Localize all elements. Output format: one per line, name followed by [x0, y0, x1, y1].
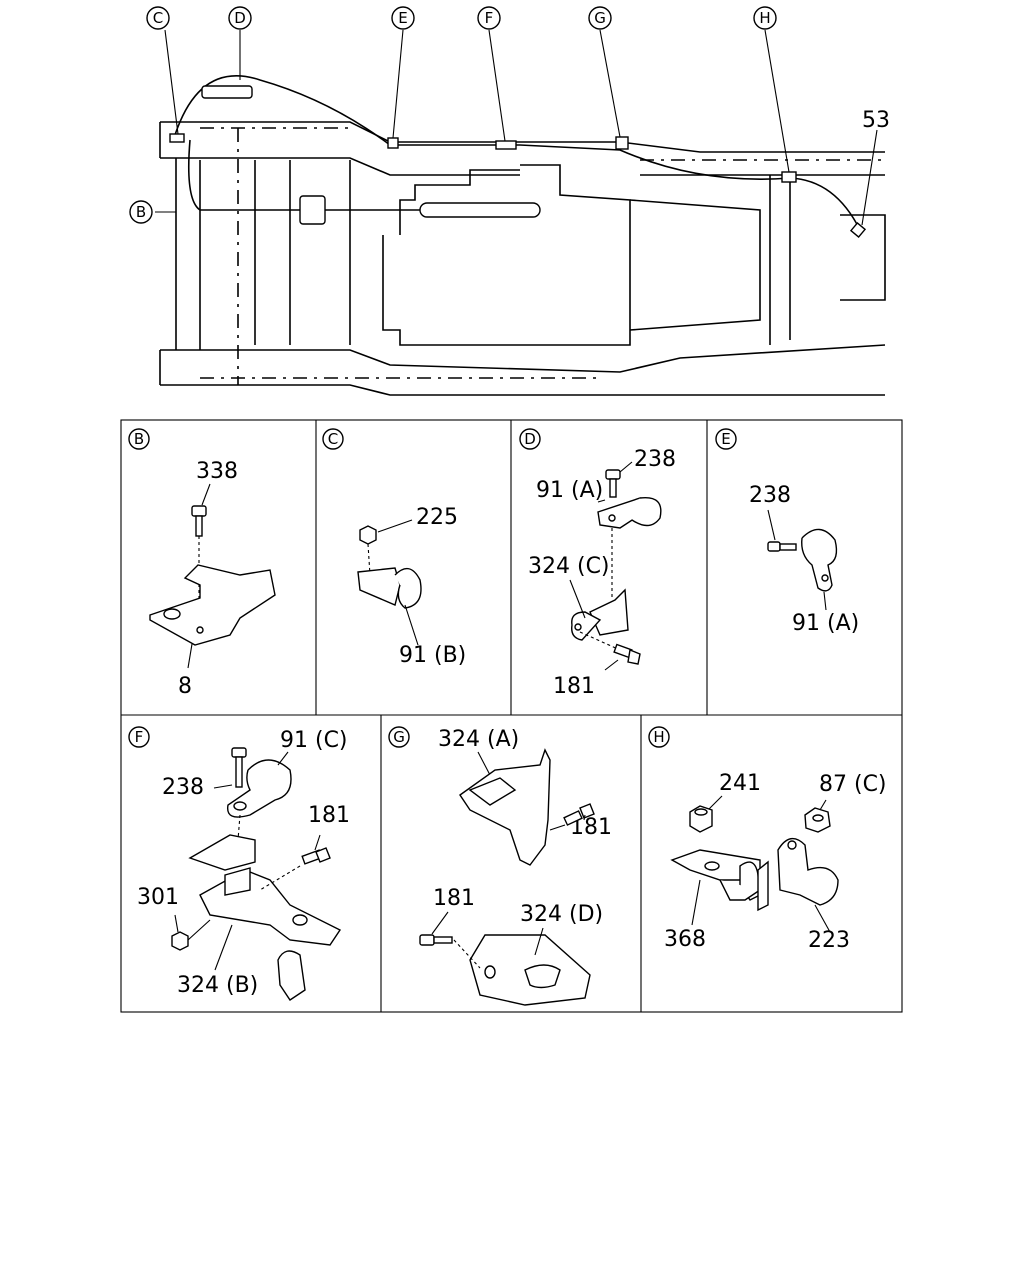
panel-G-id: G	[393, 728, 405, 746]
marker-H: H	[753, 6, 777, 30]
panel-C-id: C	[328, 430, 338, 448]
marker-H-label: H	[759, 9, 770, 27]
marker-D: D	[228, 6, 252, 30]
panel-F-id: F	[135, 728, 144, 746]
marker-B: B	[129, 200, 153, 224]
panel-H-callout-223: 223	[808, 928, 850, 953]
panel-F-callout-301: 301	[137, 885, 179, 910]
panel-E-callout-238: 238	[749, 483, 791, 508]
marker-C-label: C	[153, 9, 163, 27]
marker-G-label: G	[594, 9, 606, 27]
marker-E-label: E	[398, 9, 407, 27]
panel-D-id: D	[524, 430, 536, 448]
marker-D-label: D	[234, 9, 246, 27]
panel-G-callout-324A: 324 (A)	[438, 727, 519, 752]
panel-G-callout-324D: 324 (D)	[520, 902, 603, 927]
chassis-overview: C D E F G H B 53	[129, 6, 890, 396]
panel-F-callout-238: 238	[162, 775, 204, 800]
panel-H-id: H	[653, 728, 664, 746]
panel-B: B 338 8	[128, 428, 276, 699]
panel-F-callout-181: 181	[308, 803, 350, 828]
marker-E: E	[391, 6, 415, 30]
panel-H-callout-368: 368	[664, 927, 706, 952]
panel-C-callout-225: 225	[416, 505, 458, 530]
panel-D-callout-91A: 91 (A)	[536, 478, 603, 503]
panel-D-callout-324C: 324 (C)	[528, 554, 610, 579]
panel-E: E 238 91 (A)	[715, 428, 859, 636]
panel-B-callout-8: 8	[178, 674, 192, 699]
detail-grid	[120, 419, 903, 1013]
panel-B-callout-338: 338	[196, 459, 238, 484]
panel-B-id: B	[134, 430, 144, 448]
marker-G: G	[588, 6, 612, 30]
part-53-label: 53	[862, 108, 890, 133]
panel-H-callout-87C: 87 (C)	[819, 772, 887, 797]
panel-D-callout-181: 181	[553, 674, 595, 699]
panel-D: D 238 91 (A) 324 (C) 181	[519, 428, 676, 699]
panel-F-callout-91C: 91 (C)	[280, 728, 348, 753]
panel-C-callout-91B: 91 (B)	[399, 643, 466, 668]
panel-F: F 91 (C) 238 181 301 324 (B)	[128, 726, 350, 1001]
marker-F-label: F	[485, 9, 494, 27]
panel-F-callout-324B: 324 (B)	[177, 973, 258, 998]
panel-G-callout-181b: 181	[433, 886, 475, 911]
panel-C: C 225 91 (B)	[322, 428, 466, 668]
panel-D-callout-238: 238	[634, 447, 676, 472]
panel-G: G 324 (A) 181 181 324 (D)	[388, 726, 612, 1006]
marker-F: F	[477, 6, 501, 30]
panel-E-callout-91A: 91 (A)	[792, 611, 859, 636]
marker-B-label: B	[136, 203, 146, 221]
panel-H: H 241 87 (C) 368 223	[648, 726, 887, 953]
panel-H-callout-241: 241	[719, 771, 761, 796]
panel-E-id: E	[721, 430, 730, 448]
marker-C: C	[146, 6, 170, 30]
